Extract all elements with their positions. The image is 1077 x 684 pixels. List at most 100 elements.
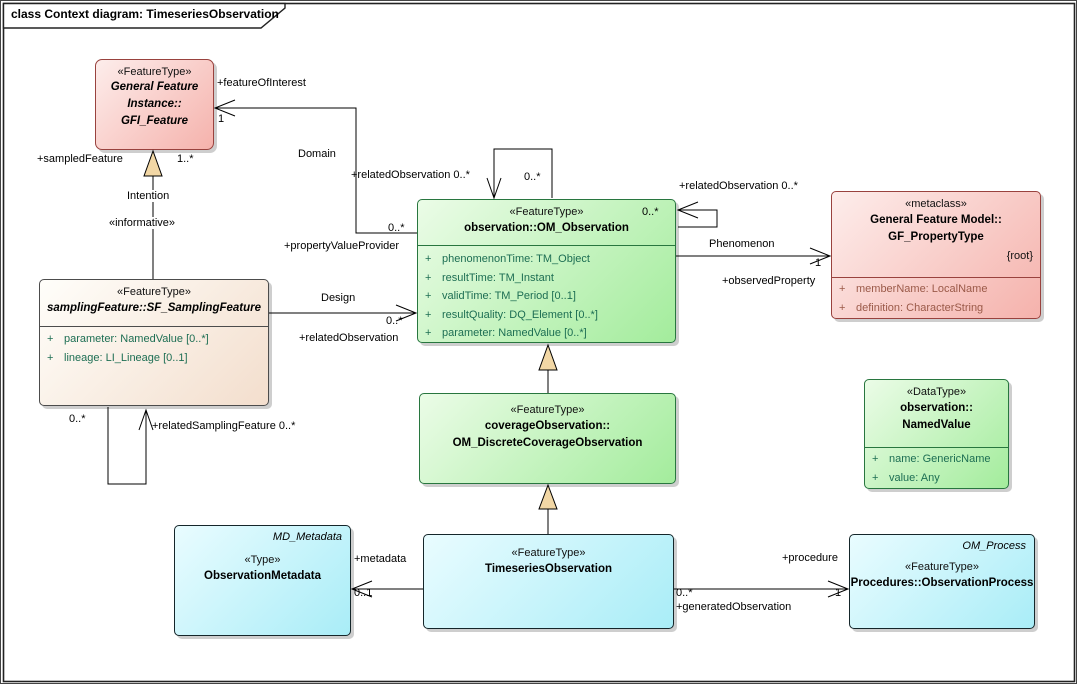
visibility-plus: + — [425, 327, 432, 339]
attribute-compartment: +memberName: LocalName +definition: Char… — [832, 280, 1040, 317]
visibility-plus: + — [425, 253, 432, 265]
classifier-type-label: MD_Metadata — [272, 531, 342, 543]
class-name: General Feature — [110, 81, 199, 93]
role-label-feature-of-interest: +featureOfInterest — [217, 77, 306, 89]
class-name: Instance:: — [127, 98, 182, 110]
association-name-domain: Domain — [296, 148, 338, 160]
stereotype-label: «FeatureType» — [117, 66, 192, 78]
attribute-text: name: GenericName — [889, 453, 991, 465]
attribute-row: + name: GenericName — [865, 450, 1008, 469]
compartment-separator — [832, 277, 1040, 278]
class-header: «FeatureType» samplingFeature::SF_Sampli… — [40, 280, 268, 317]
attribute-row: +parameter: NamedValue [0..*] — [418, 324, 675, 343]
class-box-gfi-feature[interactable]: «FeatureType» General Feature Instance::… — [95, 59, 214, 150]
visibility-plus: + — [425, 308, 432, 321]
connector-related-observation-right-loop[interactable] — [678, 209, 718, 228]
role-label-property-value-provider: +propertyValueProvider — [284, 240, 400, 252]
class-header: «FeatureType» General Feature Instance::… — [96, 60, 213, 130]
role-label-related-observation-right: +relatedObservation 0..* — [679, 180, 798, 192]
class-header: «Type» ObservationMetadata — [175, 526, 350, 585]
attribute-row: +parameter: NamedValue [0..*] — [40, 330, 268, 349]
class-box-observationprocess[interactable]: OM_Process «FeatureType» Procedures::Obs… — [849, 534, 1035, 629]
role-label-procedure: +procedure — [782, 552, 838, 564]
visibility-plus: + — [872, 471, 879, 484]
multiplicity-observed-property: 1 — [815, 257, 822, 269]
compartment-separator — [865, 447, 1008, 448]
attribute-row: +phenomenonTime: TM_Object — [418, 250, 675, 269]
class-header: «FeatureType» Procedures::ObservationPro… — [850, 535, 1034, 592]
attribute-text: resultTime: TM_Instant — [442, 271, 554, 284]
class-header: «metaclass» General Feature Model:: GF_P… — [832, 192, 1040, 262]
class-name: TimeseriesObservation — [485, 563, 612, 575]
class-box-sf-samplingfeature[interactable]: «FeatureType» samplingFeature::SF_Sampli… — [39, 279, 269, 406]
class-name: samplingFeature::SF_SamplingFeature — [46, 302, 262, 314]
open-arrowhead-design-icon — [395, 304, 418, 322]
attribute-text: validTime: TM_Period [0..1] — [442, 290, 576, 302]
open-arrowhead-procedure-icon — [827, 580, 850, 598]
multiplicity-feature-of-interest: 1 — [218, 113, 225, 125]
class-header: «FeatureType» observation::OM_Observatio… — [418, 200, 675, 237]
attribute-text: resultQuality: DQ_Element [0..*] — [442, 308, 598, 321]
connector-related-observation-top-loop[interactable] — [493, 148, 553, 198]
stereotype-label: «Type» — [244, 554, 281, 566]
visibility-plus: + — [425, 271, 432, 284]
stereotype-label: «FeatureType» — [511, 547, 586, 559]
class-box-gf-propertytype[interactable]: «metaclass» General Feature Model:: GF_P… — [831, 191, 1041, 319]
stereotype-label: «metaclass» — [905, 198, 967, 210]
class-header: «DataType» observation:: NamedValue — [865, 380, 1008, 434]
class-name: Procedures::ObservationProcess — [850, 577, 1034, 589]
multiplicity-sampled-feature: 1..* — [177, 153, 194, 165]
multiplicity-metadata: 0..1 — [354, 587, 373, 599]
class-box-namedvalue[interactable]: «DataType» observation:: NamedValue + nam… — [864, 379, 1009, 489]
visibility-plus: + — [839, 301, 846, 314]
triangle-arrowhead-sampled-feature-icon — [143, 149, 163, 177]
compartment-separator — [40, 326, 268, 327]
multiplicity-related-observation-top: 0..* — [524, 171, 541, 183]
class-name: coverageObservation:: — [484, 420, 611, 432]
class-box-observationmetadata[interactable]: MD_Metadata «Type» ObservationMetadata — [174, 525, 351, 636]
role-label-generated-observation: +generatedObservation — [676, 601, 792, 613]
connector-domain[interactable] — [216, 107, 417, 234]
visibility-plus: + — [425, 290, 432, 302]
attribute-text: lineage: LI_Lineage [0..1] — [64, 351, 188, 364]
attribute-text: definition: CharacterString — [856, 301, 984, 314]
role-label-sampled-feature: +sampledFeature — [37, 153, 123, 165]
association-name-phenomenon: Phenomenon — [707, 238, 777, 250]
class-name: General Feature Model:: — [870, 214, 1002, 226]
classifier-type-label: OM_Process — [962, 540, 1026, 552]
connector-related-sampling-feature-loop[interactable] — [107, 407, 147, 485]
class-name: observation::OM_Observation — [464, 222, 629, 234]
stereotype-label: «FeatureType» — [117, 286, 191, 298]
open-arrowhead-related-observation-top-icon — [486, 177, 502, 200]
attribute-row: + definition: CharacterString — [832, 299, 1040, 318]
generalization-triangle-icon — [538, 343, 558, 371]
class-box-timeseriesobservation[interactable]: «FeatureType» TimeseriesObservation — [423, 534, 674, 629]
visibility-plus: + — [872, 453, 879, 465]
open-arrowhead-feature-of-interest-icon — [213, 99, 236, 117]
multiplicity-procedure: 1 — [835, 587, 842, 599]
class-name: NamedValue — [902, 419, 971, 431]
attribute-text: parameter: NamedValue [0..*] — [64, 333, 209, 345]
attribute-row: + resultTime: TM_Instant — [418, 269, 675, 288]
frame-title: class Context diagram: TimeseriesObserva… — [11, 7, 279, 21]
open-arrowhead-related-observation-right-icon — [676, 201, 699, 219]
role-label-related-observation: +relatedObservation — [299, 332, 399, 344]
visibility-plus: + — [47, 351, 54, 364]
attribute-row: + resultQuality: DQ_Element [0..*] — [418, 306, 675, 325]
open-arrowhead-related-sampling-feature-icon — [138, 408, 154, 431]
class-box-om-observation[interactable]: «FeatureType» observation::OM_Observatio… — [417, 199, 676, 343]
stereotype-label: «DataType» — [906, 386, 967, 398]
root-tag: {root} — [1006, 250, 1033, 262]
attribute-row: + value: Any — [865, 469, 1008, 488]
open-arrowhead-metadata-icon — [350, 580, 373, 598]
class-name: GFI_Feature — [120, 115, 189, 127]
class-name: ObservationMetadata — [204, 570, 321, 582]
visibility-plus: + — [839, 283, 846, 295]
attribute-compartment: + name: GenericName + value: Any — [865, 450, 1008, 487]
stereotype-label: «FeatureType» — [510, 404, 585, 416]
attribute-text: value: Any — [889, 471, 940, 484]
association-name-intention: Intention — [125, 190, 172, 202]
class-box-om-discretecoverageobservation[interactable]: «FeatureType» coverageObservation:: OM_D… — [419, 393, 676, 484]
